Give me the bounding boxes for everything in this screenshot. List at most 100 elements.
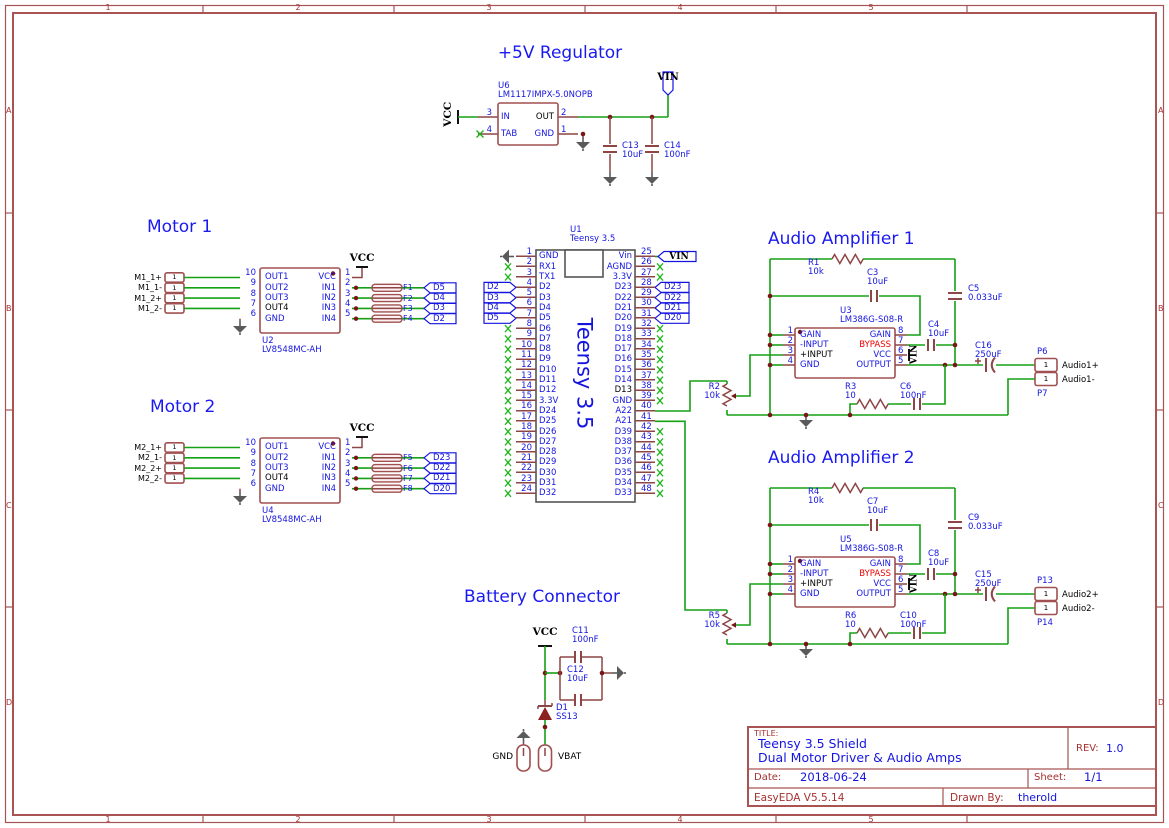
regulator-vcc-flag[interactable]: VCC <box>441 101 454 127</box>
audio2-circuit[interactable] <box>721 482 1058 659</box>
frame-row-right-a: A <box>1158 106 1164 115</box>
heading-regulator: +5V Regulator <box>497 43 623 63</box>
p13-net: Audio2+ <box>1062 589 1099 600</box>
motor2-vcc-flag[interactable]: VCC <box>349 422 375 434</box>
u5-part: LM386G-S08-R <box>840 544 904 554</box>
c4-value: 10uF <box>928 329 950 339</box>
p14-pin[interactable]: 1 <box>1043 604 1049 612</box>
battery-vcc-flag[interactable]: VCC <box>532 626 558 638</box>
audio1-vin-flag[interactable]: VIN <box>909 344 920 365</box>
c14-ref[interactable]: C14 <box>664 141 681 151</box>
d1-part: SS13 <box>556 712 578 722</box>
r1-value: 10k <box>808 267 824 277</box>
teensy-circuit[interactable] <box>483 248 727 611</box>
p7-pin[interactable]: 1 <box>1043 375 1049 383</box>
frame-col-bot-5: 5 <box>868 815 874 824</box>
c13-value: 10uF <box>622 150 644 160</box>
r3-value: 10 <box>845 391 856 401</box>
sheet-label: Sheet: <box>1034 772 1067 783</box>
frame-row-left-a: A <box>6 106 12 115</box>
u1-ref: U1 <box>570 225 582 235</box>
u4-ref: U4 <box>262 506 274 516</box>
p13-pin[interactable]: 1 <box>1043 590 1049 598</box>
r5-value: 10k <box>704 620 720 630</box>
p13-ref: P13 <box>1037 576 1053 586</box>
frame-row-left-c: C <box>6 501 12 510</box>
u5-ref: U5 <box>840 535 852 545</box>
rev-value: 1.0 <box>1106 742 1124 755</box>
d1-ref[interactable]: D1 <box>556 703 568 713</box>
r4-ref[interactable]: R4 <box>808 487 820 497</box>
c12-ref[interactable]: C12 <box>567 665 584 675</box>
motor1-conn-labels: M1_1+M1_1-M1_2+M1_2- <box>134 272 162 313</box>
c8-ref[interactable]: C8 <box>928 549 940 559</box>
c13-ref[interactable]: C13 <box>622 141 639 151</box>
u2-ref: U2 <box>262 336 274 346</box>
r2-ref[interactable]: R2 <box>708 382 720 392</box>
r6-ref[interactable]: R6 <box>845 611 857 621</box>
title-label: TITLE: <box>754 729 779 738</box>
c11-value: 100nF <box>572 635 599 645</box>
u3-part: LM386G-S08-R <box>840 315 904 325</box>
u6-part: LM1117IMPX-5.0NOPB <box>498 90 593 100</box>
c11-ref[interactable]: C11 <box>572 626 589 636</box>
c3-ref[interactable]: C3 <box>867 268 879 278</box>
title-line1: Teensy 3.5 Shield <box>758 736 867 751</box>
motor1-vcc-flag[interactable]: VCC <box>349 252 375 264</box>
audio2-vin-flag[interactable]: VIN <box>909 573 920 594</box>
date-value: 2018-06-24 <box>800 770 867 784</box>
c16-value: 250uF <box>975 350 1002 360</box>
motor2-circuit[interactable] <box>164 436 457 506</box>
c8-value: 10uF <box>928 558 950 568</box>
p6-pin[interactable]: 1 <box>1043 361 1049 369</box>
rev-label: REV: <box>1076 743 1099 754</box>
teensy-vin-flag[interactable]: VIN <box>669 251 689 262</box>
u4-part: LV8548MC-AH <box>262 515 322 525</box>
c9-ref[interactable]: C9 <box>968 513 980 523</box>
battery-gnd-pad-label: GND <box>492 752 513 762</box>
r1-ref[interactable]: R1 <box>808 258 820 268</box>
c14-value: 100nF <box>664 150 691 160</box>
p14-net: Audio2- <box>1062 603 1095 614</box>
c5-ref[interactable]: C5 <box>968 284 980 294</box>
motor1-circuit[interactable] <box>164 266 457 336</box>
motor2-fuse-rows <box>352 452 457 495</box>
r5-ref[interactable]: R5 <box>708 611 720 621</box>
frame-col-top-4: 4 <box>677 3 683 12</box>
frame-row-right-c: C <box>1158 501 1164 510</box>
p7-ref: P7 <box>1037 389 1048 399</box>
title-line2: Dual Motor Driver & Audio Amps <box>758 750 962 765</box>
sheet-value: 1/1 <box>1084 770 1103 784</box>
c10-value: 100nF <box>900 620 927 630</box>
p6-net: Audio1+ <box>1062 360 1099 371</box>
r2-value: 10k <box>704 391 720 401</box>
c6-ref[interactable]: C6 <box>900 382 912 392</box>
c10-ref[interactable]: C10 <box>900 611 917 621</box>
battery-circuit[interactable] <box>515 645 627 772</box>
frame-row-right-b: B <box>1158 304 1164 313</box>
r3-ref[interactable]: R3 <box>845 382 857 392</box>
c16-ref[interactable]: C16 <box>975 341 992 351</box>
frame-col-bot-1: 1 <box>105 815 111 824</box>
c5-value: 0.033uF <box>968 293 1003 303</box>
c4-ref[interactable]: C4 <box>928 320 940 330</box>
c7-ref[interactable]: C7 <box>867 497 879 507</box>
frame-col-top-3: 3 <box>486 3 492 12</box>
c7-value: 10uF <box>867 506 889 516</box>
regulator-circuit[interactable] <box>457 71 674 187</box>
c15-ref[interactable]: C15 <box>975 570 992 580</box>
regulator-vin-flag[interactable]: VIN <box>657 72 679 83</box>
audio1-circuit[interactable] <box>721 253 1058 430</box>
